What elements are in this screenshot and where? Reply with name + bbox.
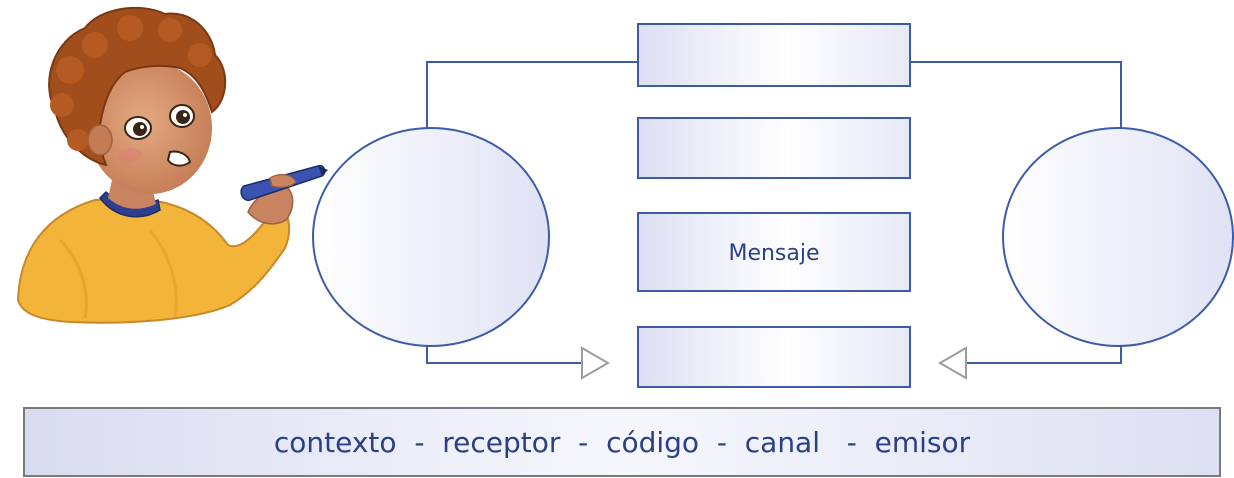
- connector-lines: [426, 61, 1122, 364]
- connector-right-top: [910, 61, 1122, 128]
- box-second: [637, 117, 911, 179]
- box-message-label: Mensaje: [728, 241, 819, 266]
- connector-left-top: [426, 61, 638, 128]
- right-circle: [1002, 127, 1234, 347]
- connector-left-bottom: [426, 346, 584, 364]
- arrow-left-icon: [937, 346, 967, 380]
- box-bottom: [637, 326, 911, 388]
- sweater: [16, 199, 291, 324]
- child-holding-marker-illustration: [16, 6, 328, 324]
- word-bank-text: contexto - receptor - código - canal - e…: [274, 426, 971, 459]
- mouth: [166, 150, 192, 167]
- box-message: [637, 212, 911, 292]
- box-top: [637, 23, 911, 87]
- left-circle: [312, 127, 550, 347]
- word-bank-box: [23, 407, 1221, 477]
- connector-right-bottom: [965, 346, 1122, 364]
- arrow-right-icon: [581, 346, 611, 380]
